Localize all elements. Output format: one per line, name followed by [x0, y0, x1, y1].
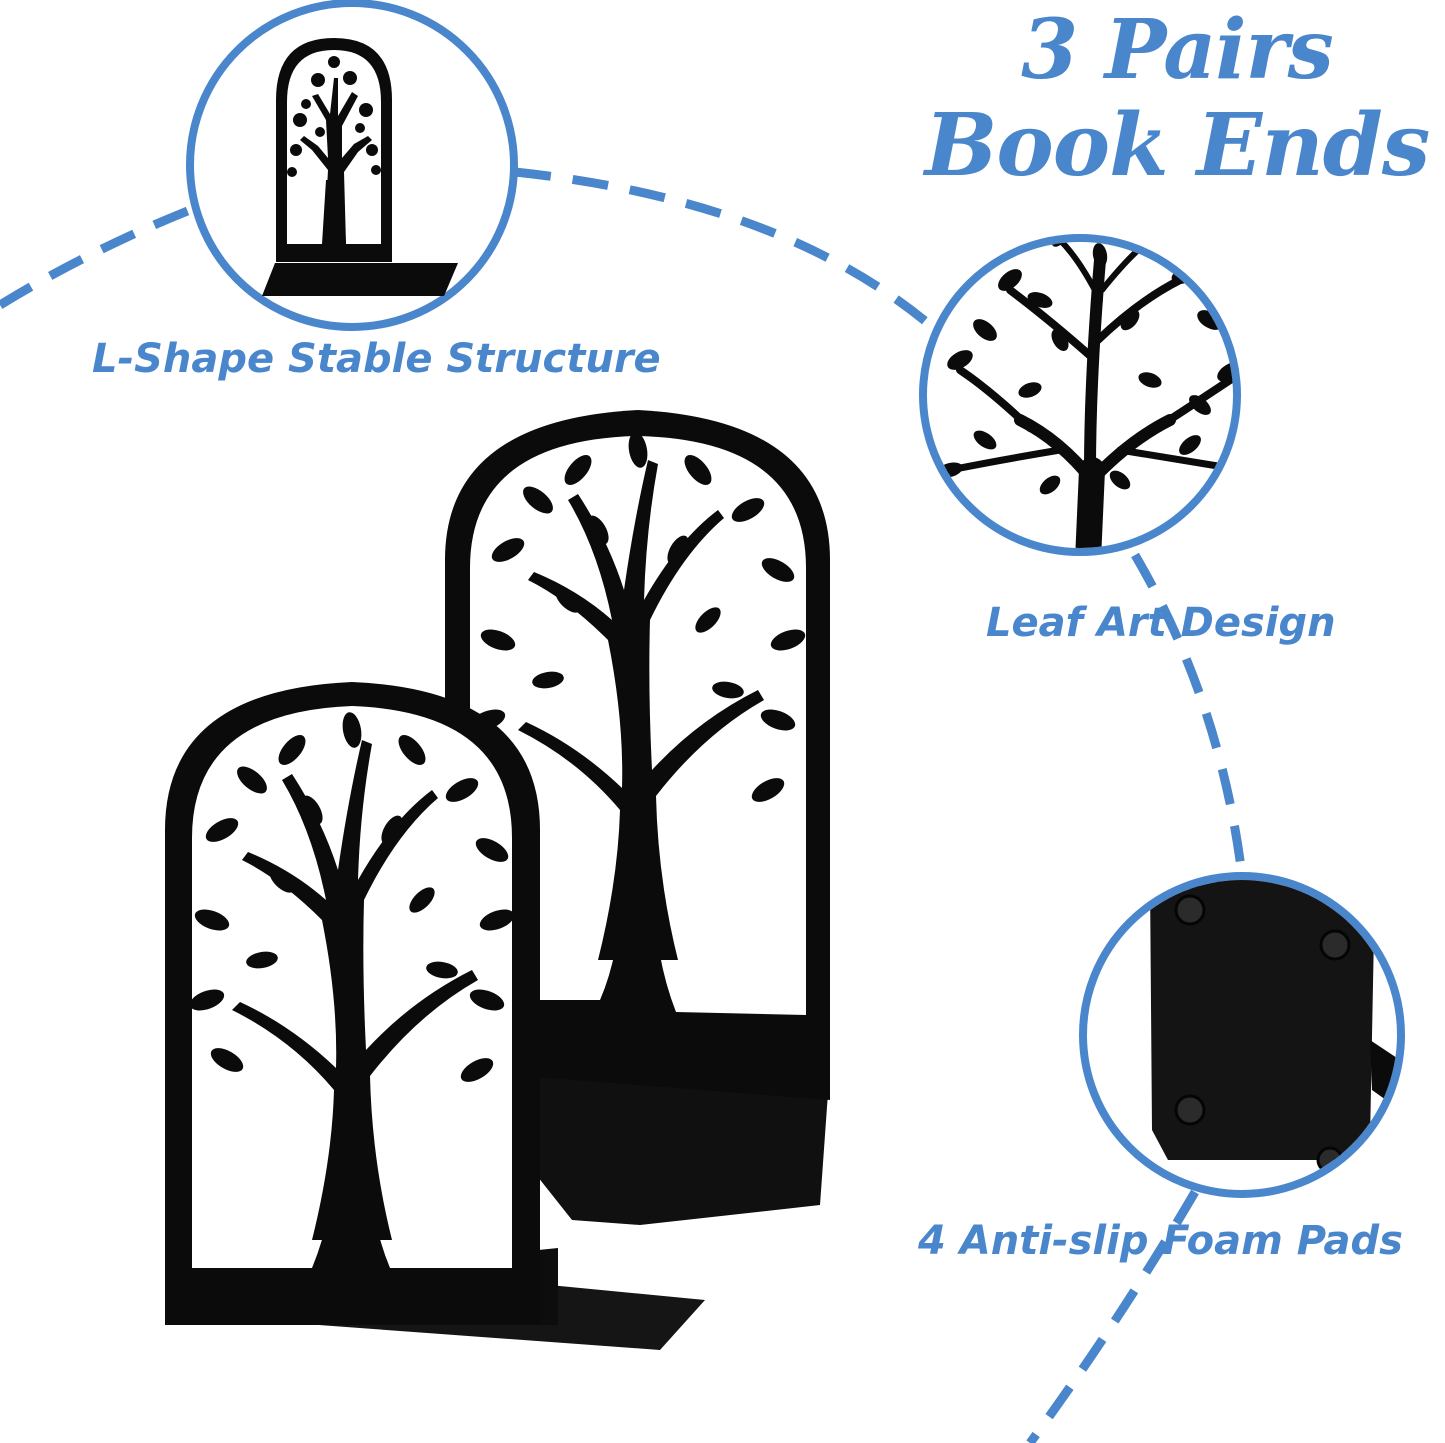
headline-line-2: Book Ends — [924, 95, 1431, 196]
dashed-arc-middle — [1131, 552, 1247, 876]
feature-caption-l-shape: L-Shape Stable Structure — [92, 336, 661, 382]
foam-pad — [1319, 929, 1351, 961]
headline: 3 Pairs Book Ends — [917, 4, 1437, 196]
dashed-arc-bottom — [1026, 1189, 1199, 1443]
front-bookend — [165, 682, 705, 1350]
foam-pad — [1174, 894, 1206, 926]
foam-pad — [1174, 1094, 1206, 1126]
dashed-arc-left — [0, 205, 192, 309]
dashed-arc-top — [514, 167, 933, 329]
feature-caption-leaf-art: Leaf Art Design — [986, 600, 1336, 646]
feature-caption-foam-pads: 4 Anti-slip Foam Pads — [918, 1218, 1403, 1264]
back-bookend — [445, 410, 830, 1225]
headline-line-1: 3 Pairs — [1021, 2, 1334, 98]
